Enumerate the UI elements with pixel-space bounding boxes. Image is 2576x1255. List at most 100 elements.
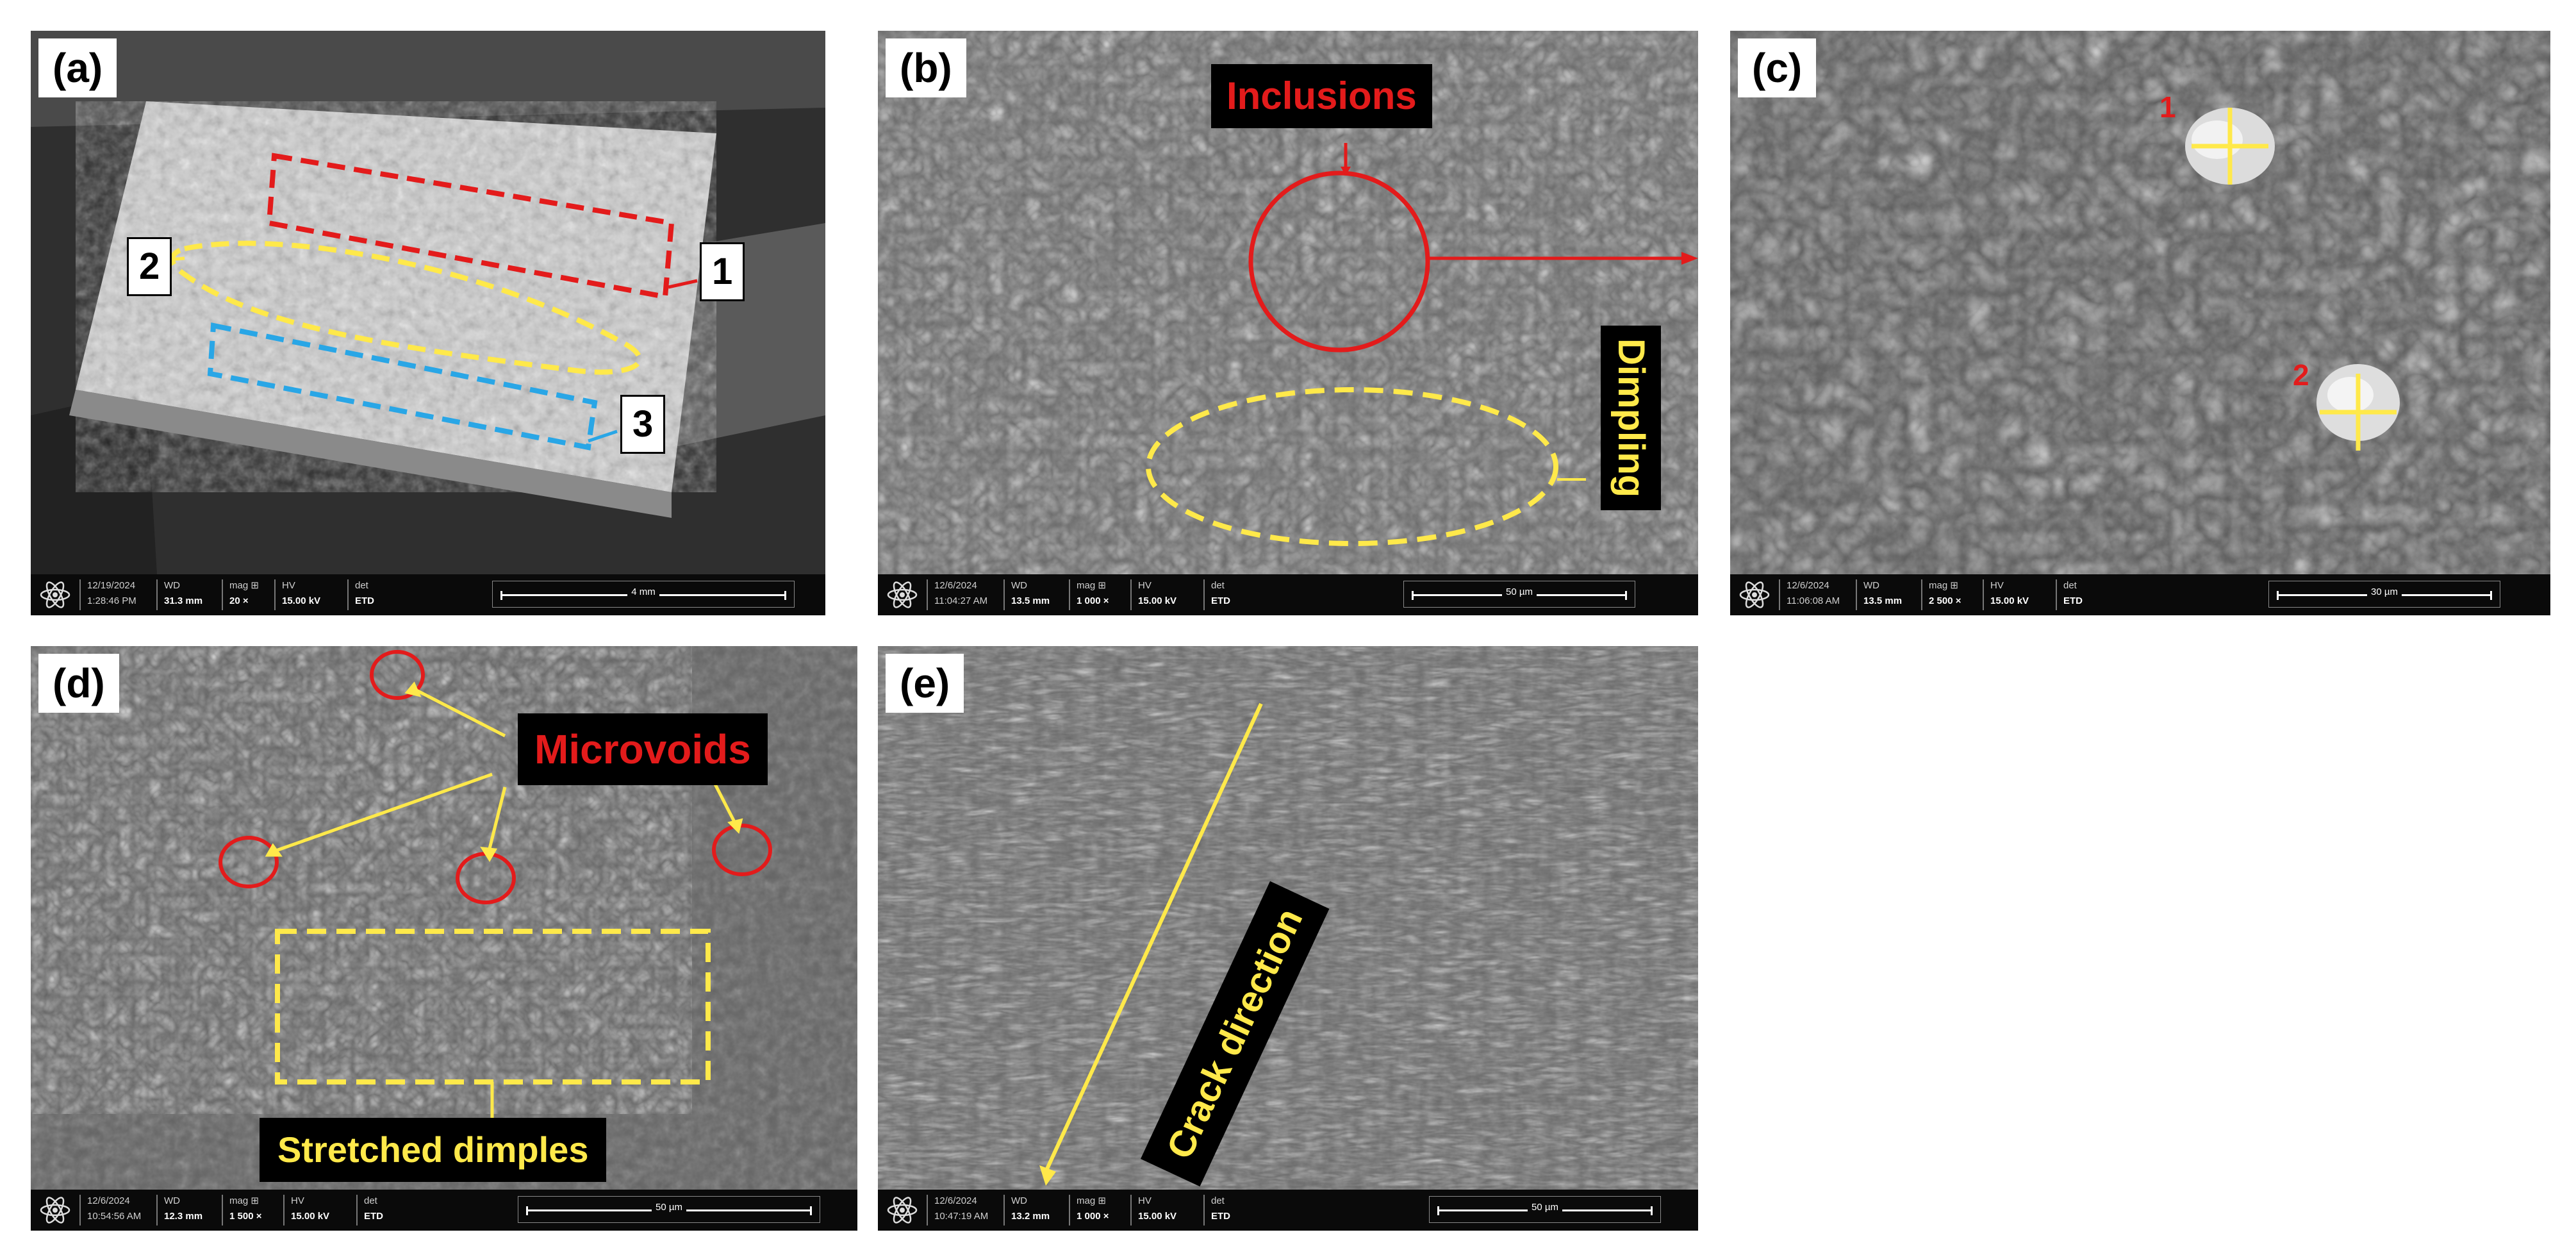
- panel-label: (b): [886, 38, 966, 97]
- panel-b: (b) Inclusions Dimpling 12/6/2024 11:04:2…: [878, 31, 1698, 615]
- microvoid-circle-2: [219, 836, 279, 888]
- atom-logo-icon: [887, 581, 918, 608]
- zone-label-2: 2: [127, 237, 172, 296]
- panel-label: (a): [38, 38, 117, 97]
- wd-label: WD: [164, 580, 180, 591]
- inclusions-callout: Inclusions: [1211, 64, 1432, 128]
- time: 1:28:46 PM: [87, 595, 136, 606]
- crack-direction-arrow: [1044, 702, 1263, 1173]
- time: 11:04:27 AM: [934, 595, 988, 606]
- zone-3-outline: [207, 322, 598, 451]
- stretched-dimples-box: [275, 929, 711, 1085]
- zone-label-1: 1: [700, 242, 745, 301]
- mag-value: 1 500 ×: [229, 1211, 262, 1222]
- time: 10:54:56 AM: [87, 1211, 142, 1222]
- mag-value: 20 ×: [229, 595, 249, 606]
- wd-value: 13.5 mm: [1863, 595, 1903, 606]
- panel-d: (d) Microvoids Stretched dimples 12/6/20…: [31, 646, 857, 1231]
- scale-bar: 4 mm: [492, 581, 795, 608]
- mag-label: mag ⊞: [229, 580, 259, 591]
- mag-value: 1 000 ×: [1077, 595, 1109, 606]
- hv-value: 15.00 kV: [1138, 1211, 1177, 1222]
- panel-c-photo: [1730, 31, 2550, 615]
- hv-value: 15.00 kV: [282, 595, 321, 606]
- det-label: det: [2063, 580, 2077, 591]
- det-value: ETD: [364, 1211, 383, 1222]
- det-value: ETD: [2063, 595, 2083, 606]
- hv-label: HV: [291, 1195, 304, 1206]
- mag-label: mag ⊞: [1077, 580, 1106, 591]
- panel-b-annotations: [1146, 143, 1698, 546]
- panel-label: (c): [1738, 38, 1817, 97]
- microvoid-circle-3: [456, 852, 516, 904]
- panel-a-annotations: [161, 153, 698, 451]
- det-value: ETD: [1211, 1211, 1230, 1222]
- scale-label: 50 µm: [1528, 1202, 1562, 1213]
- inclusions-circle: [1248, 170, 1430, 353]
- atom-logo-icon: [40, 1197, 70, 1224]
- microvoid-circle-4: [712, 824, 772, 876]
- det-label: det: [364, 1195, 377, 1206]
- scale-label: 50 µm: [1502, 586, 1537, 597]
- zone-label-3: 3: [620, 395, 666, 454]
- wd-value: 13.2 mm: [1011, 1211, 1050, 1222]
- point-label-2: 2: [2293, 358, 2309, 392]
- microvoids-callout: Microvoids: [518, 713, 768, 785]
- det-label: det: [1211, 1195, 1225, 1206]
- date: 12/6/2024: [934, 580, 977, 591]
- mag-value: 1 000 ×: [1077, 1211, 1109, 1222]
- atom-logo-icon: [40, 581, 70, 608]
- atom-logo-icon: [1739, 581, 1770, 608]
- zone-2-outline: [170, 240, 642, 375]
- scale-bar: 50 µm: [1403, 581, 1635, 608]
- crosshair-1: [2192, 108, 2268, 185]
- scale-bar: 50 µm: [1429, 1196, 1661, 1223]
- scale-bar: 50 µm: [518, 1196, 820, 1223]
- scale-label: 30 µm: [2367, 586, 2402, 597]
- hv-label: HV: [1138, 580, 1152, 591]
- panel-e-annotations: [1039, 702, 1263, 1186]
- wd-value: 12.3 mm: [164, 1211, 203, 1222]
- det-label: det: [355, 580, 368, 591]
- hv-value: 15.00 kV: [1990, 595, 2029, 606]
- hv-label: HV: [282, 580, 295, 591]
- panel-d-annotations: [219, 650, 772, 1118]
- wd-label: WD: [1011, 580, 1027, 591]
- time: 10:47:19 AM: [934, 1211, 989, 1222]
- scale-bar: 30 µm: [2268, 581, 2500, 608]
- det-value: ETD: [1211, 595, 1230, 606]
- hv-value: 15.00 kV: [1138, 595, 1177, 606]
- microvoid-circle-1: [370, 650, 425, 700]
- stretched-dimples-callout: Stretched dimples: [260, 1118, 607, 1182]
- hv-label: HV: [1138, 1195, 1152, 1206]
- crosshair-2: [2320, 374, 2397, 451]
- date: 12/6/2024: [934, 1195, 977, 1206]
- wd-label: WD: [164, 1195, 180, 1206]
- det-value: ETD: [355, 595, 374, 606]
- mag-label: mag ⊞: [1929, 580, 1958, 591]
- sem-databar: 12/6/2024 10:54:56 AM WD 12.3 mm mag ⊞ 1 50…: [31, 1190, 857, 1231]
- mag-label: mag ⊞: [229, 1195, 259, 1206]
- panel-label: (e): [886, 654, 964, 713]
- wd-value: 13.5 mm: [1011, 595, 1050, 606]
- hv-value: 15.00 kV: [291, 1211, 330, 1222]
- point-label-1: 1: [2159, 90, 2176, 124]
- det-label: det: [1211, 580, 1225, 591]
- scale-label: 4 mm: [627, 586, 659, 597]
- dimpling-callout: Dimpling: [1601, 326, 1661, 511]
- zone-1-outline: [266, 153, 675, 300]
- date: 12/6/2024: [1787, 580, 1829, 591]
- panel-label: (d): [38, 654, 119, 713]
- date: 12/6/2024: [87, 1195, 130, 1206]
- wd-value: 31.3 mm: [164, 595, 203, 606]
- dimpling-ellipse: [1146, 387, 1558, 546]
- time: 11:06:08 AM: [1787, 595, 1840, 606]
- mag-value: 2 500 ×: [1929, 595, 1961, 606]
- hv-label: HV: [1990, 580, 2004, 591]
